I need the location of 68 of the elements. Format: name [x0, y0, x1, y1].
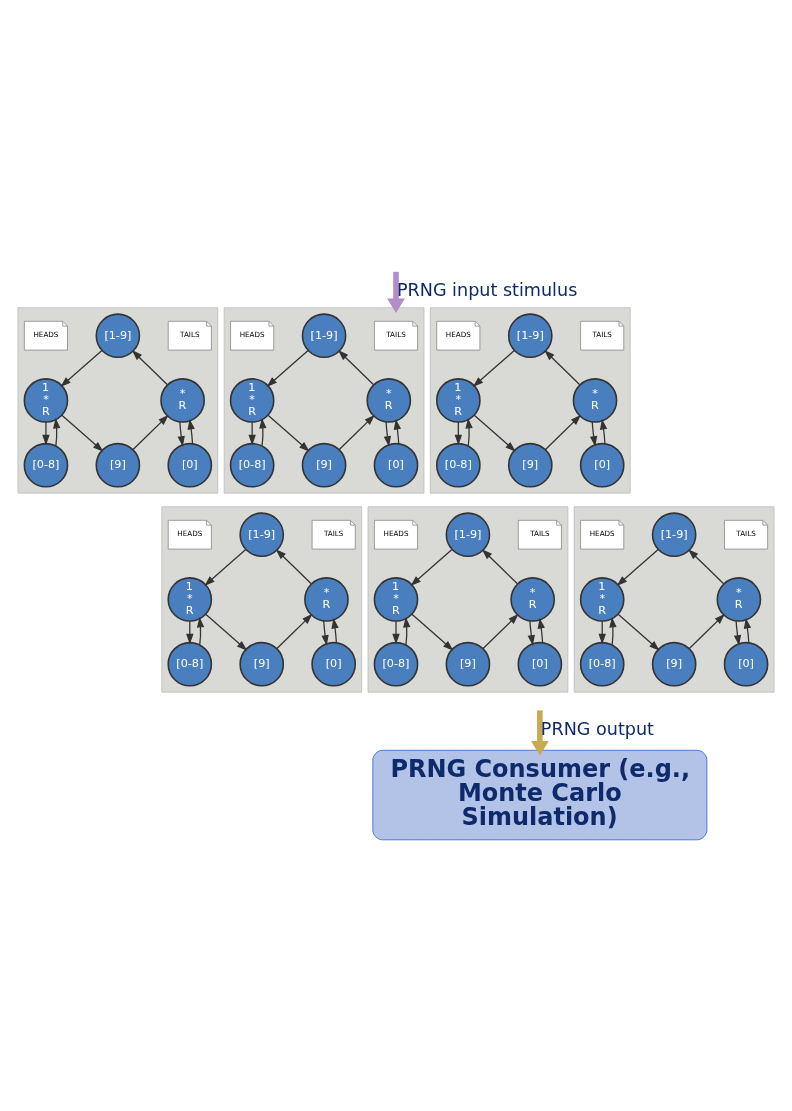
arrow [688, 613, 725, 650]
arrow [267, 414, 310, 452]
arrow [616, 548, 659, 586]
node-circle: [0] [311, 641, 357, 687]
arrow [177, 421, 185, 447]
arrow [131, 350, 168, 386]
edge-label: PRNG output [540, 718, 654, 739]
node-circle: 1 * R [435, 378, 481, 423]
arrow [537, 617, 545, 644]
arrow [472, 349, 515, 387]
arrow [403, 616, 411, 646]
arrow [196, 616, 205, 646]
node-circle: [0] [373, 442, 419, 488]
node-circle: [0] [579, 442, 625, 488]
arrow [527, 620, 535, 646]
node-circle: [0-8] [579, 641, 625, 687]
arrow [617, 613, 660, 651]
arrow [275, 549, 312, 585]
arrow [383, 421, 392, 447]
node-circle: [0-8] [435, 442, 481, 488]
cluster [573, 506, 775, 693]
node-circle: 1 * R [579, 577, 625, 622]
node-circle: [0] [517, 641, 563, 687]
arrow [331, 617, 339, 644]
arrow [338, 350, 375, 386]
arrow [338, 414, 375, 451]
node-circle: [0] [167, 442, 213, 488]
arrow [266, 349, 309, 387]
arrow [53, 417, 61, 447]
cluster [223, 307, 425, 494]
arrow [410, 548, 453, 586]
arrow [259, 417, 267, 447]
arrow [481, 549, 519, 585]
node-circle: [0-8] [23, 442, 69, 488]
node-circle: [0-8] [373, 641, 419, 687]
arrow [42, 421, 50, 446]
cluster [161, 506, 363, 693]
cluster [17, 307, 219, 494]
node-circle: [0] [723, 641, 769, 687]
arrow [544, 414, 582, 451]
arrow [392, 620, 400, 645]
arrow [187, 418, 195, 445]
arrow [411, 613, 454, 651]
arrow [204, 548, 247, 586]
arrow [387, 271, 405, 314]
arrow [473, 414, 516, 452]
arrow [248, 421, 256, 446]
node-circle: [0-8] [167, 641, 213, 687]
cluster [429, 307, 631, 494]
arrow [132, 414, 169, 451]
arrow [465, 417, 473, 447]
edge-label: PRNG input stimulus [396, 280, 578, 301]
cluster [367, 506, 569, 693]
arrow [276, 613, 313, 650]
node-circle: [0-8] [229, 442, 275, 488]
arrow [544, 350, 581, 386]
arrow [61, 414, 104, 452]
node-box: PRNG Consumer (e.g., Monte Carlo Simulation) [372, 749, 708, 841]
arrow [743, 617, 752, 644]
arrow [609, 616, 617, 646]
arrow [530, 710, 549, 756]
node-circle: [9] [239, 641, 285, 687]
arrow [321, 620, 329, 646]
arrow [599, 418, 608, 445]
arrow [688, 549, 725, 585]
arrow [60, 349, 103, 387]
arrow [482, 613, 519, 650]
arrow [205, 613, 248, 651]
